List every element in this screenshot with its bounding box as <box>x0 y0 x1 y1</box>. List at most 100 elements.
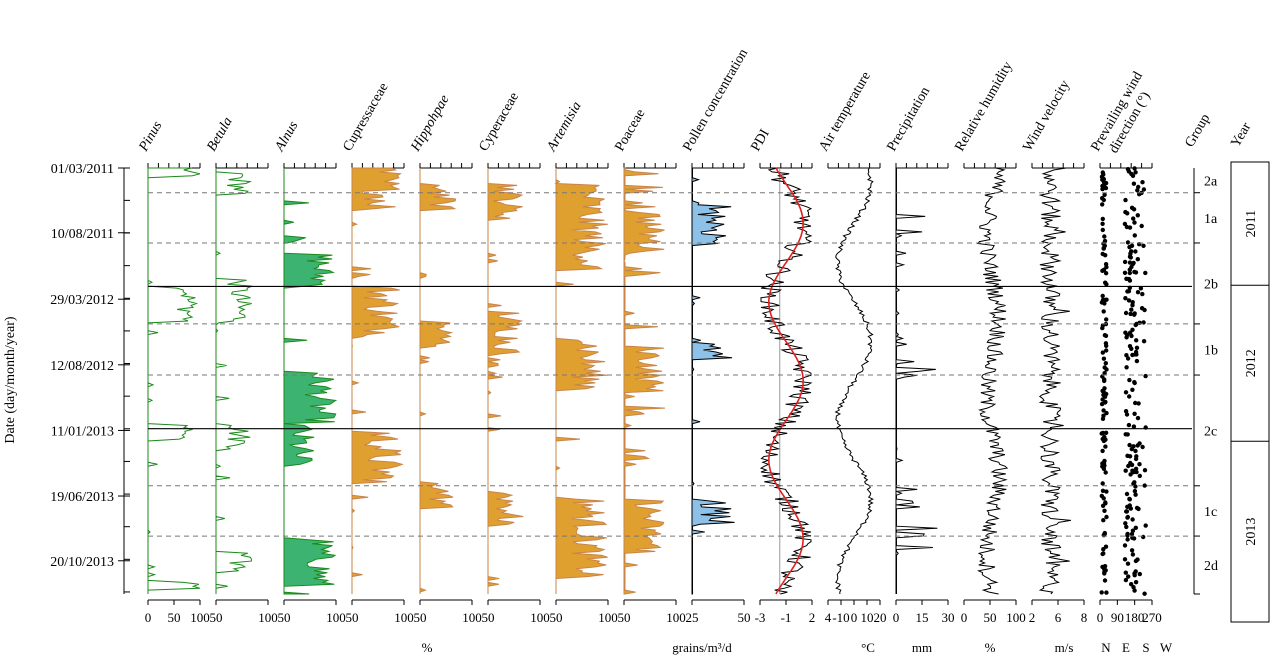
series-precip <box>895 168 938 594</box>
series-rh <box>976 167 1009 595</box>
wind-dir-point <box>1134 505 1140 511</box>
panel-tick-label: 100 <box>530 610 550 625</box>
wind-dir-point <box>1133 492 1138 497</box>
wind-dir-point <box>1126 422 1132 428</box>
date-tick-label: 12/08/2012 <box>50 359 114 374</box>
wind-dir-point <box>1102 365 1107 370</box>
wind-dir-point <box>1103 262 1109 267</box>
wind-dir-point <box>1124 491 1130 497</box>
wind-dir-point <box>1127 497 1133 502</box>
wind-dir-point <box>1125 561 1131 566</box>
unit-label: mm <box>912 640 932 655</box>
wind-dir-point <box>1101 197 1107 203</box>
panel-tick-label: 50 <box>346 610 359 625</box>
wind-dir-point <box>1136 401 1141 406</box>
wind-dir-point <box>1100 177 1105 182</box>
panel-tick-label: 50 <box>482 610 495 625</box>
panel-header-hippophae: Hippohpae <box>408 93 453 155</box>
wind-dir-point <box>1102 234 1107 239</box>
wind-dir-point <box>1129 548 1135 553</box>
wind-dir-point <box>1100 503 1106 508</box>
wind-dir-point <box>1131 536 1137 541</box>
unit-label: % <box>422 640 433 655</box>
panel-header-cupressaceae: Cupressaceae <box>340 81 391 154</box>
panel-header-pollen_conc: Pollen concentration <box>680 47 751 154</box>
wind-dir-point <box>1137 462 1142 467</box>
wind-dir-point <box>1142 468 1148 473</box>
wind-dir-point <box>1124 524 1129 530</box>
wind-dir-point <box>1132 588 1137 593</box>
wind-dir-point <box>1132 488 1138 494</box>
series-air_temp <box>834 167 874 595</box>
year-label: 2012 <box>1244 349 1259 377</box>
panel-tick-label: 100 <box>394 610 414 625</box>
panel-header-betula: Betula <box>204 115 235 154</box>
wind-dir-point <box>1100 397 1105 402</box>
wind-dir-point <box>1123 310 1129 316</box>
panel-header-pdi: PDI <box>748 127 772 154</box>
wind-dir-point <box>1124 412 1130 417</box>
wind-dir-point <box>1103 180 1109 186</box>
wind-dir-point <box>1123 197 1128 203</box>
wind-dir-point <box>1133 484 1138 489</box>
panel-header-alnus: Alnus <box>272 118 302 154</box>
wind-dir-point <box>1135 188 1140 193</box>
wind-dir-point <box>1122 557 1128 562</box>
wind-dir-point <box>1140 444 1145 450</box>
wind-dir-point <box>1129 531 1135 537</box>
wind-dir-point <box>1130 352 1135 358</box>
wind-dir-point <box>1143 523 1148 528</box>
wind-dir-point <box>1124 353 1129 358</box>
panel-tick-label: 90 <box>1111 610 1124 625</box>
wind-dir-point <box>1100 350 1106 355</box>
year-header: Year <box>1228 120 1254 150</box>
panel-tick-label: -10 <box>832 610 849 625</box>
panel-tick-label: 4 <box>825 610 832 625</box>
wind-dir-point <box>1136 184 1141 190</box>
wind-dir-point <box>1099 401 1105 407</box>
panel-tick-label: 25 <box>686 610 699 625</box>
year-label: 2013 <box>1244 518 1259 546</box>
wind-dir-point <box>1127 394 1132 399</box>
wind-dir-point <box>1141 243 1146 248</box>
wind-dir-point <box>1130 300 1135 305</box>
wind-dir-point <box>1122 543 1128 548</box>
wind-dir-point <box>1135 443 1140 448</box>
series-pdi <box>759 167 813 595</box>
group-label: 1a <box>1204 212 1218 227</box>
wind-dir-point <box>1132 411 1137 416</box>
wind-dir-point <box>1101 356 1107 361</box>
unit-label: % <box>985 640 996 655</box>
wind-dir-point <box>1132 269 1137 275</box>
panel-tick-label: 30 <box>942 610 955 625</box>
wind-dir-point <box>1104 590 1109 595</box>
wind-dir-point <box>1143 373 1148 379</box>
panel-cupressaceae: Cupressaceae 50 100 <box>340 81 413 625</box>
panel-tick-label: 15 <box>916 610 929 625</box>
wind-dir-point <box>1104 410 1109 416</box>
wind-dir-point <box>1103 361 1109 366</box>
panel-tick-label: 270 <box>1142 610 1162 625</box>
panel-tick-label: 8 <box>1081 610 1088 625</box>
wind-dir-point <box>1103 444 1108 449</box>
wind-dir-point <box>1133 349 1139 355</box>
wind-dir-point <box>1130 173 1136 178</box>
wind-dir-point <box>1123 570 1129 575</box>
panel-tick-label: 50 <box>984 610 997 625</box>
panel-tick-label: -3 <box>755 610 766 625</box>
wind-dir-point <box>1126 574 1131 579</box>
wind-dir-point <box>1123 577 1129 583</box>
wind-dir-point <box>1125 356 1131 361</box>
wind-dir-point <box>1134 454 1139 459</box>
series-wind <box>1038 167 1071 595</box>
wind-dir-point <box>1123 409 1129 414</box>
wind-dir-point <box>1102 192 1107 197</box>
wind-dir-point <box>1124 365 1129 370</box>
wind-dir-point <box>1127 270 1133 276</box>
panel-tick-label: 20 <box>874 610 887 625</box>
